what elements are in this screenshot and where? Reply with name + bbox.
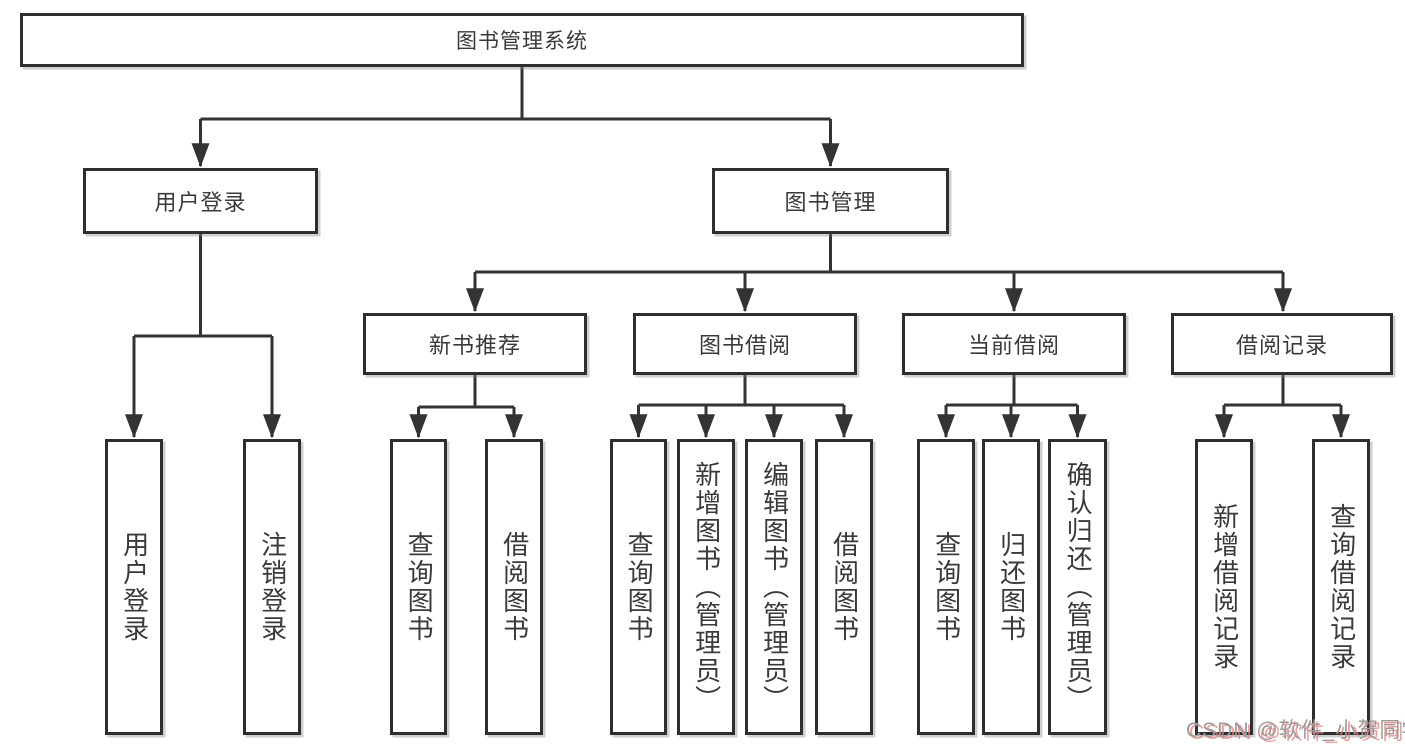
leaf-add-borrow-record: 新增借阅记录 [1195,439,1253,735]
leaf-query-borrow-record: 查询借阅记录 [1312,439,1370,735]
leaf-borrow-book: 借阅图书 [815,439,873,735]
node-user-login: 用户登录 [83,168,318,234]
csdn-watermark: CSDN @软件_小贺同学 [1186,719,1405,742]
leaf-confirm-return-admin: 确认归还（管理员） [1048,439,1107,735]
node-new-book-recommend: 新书推荐 [363,313,587,375]
leaf-recommend-query-book: 查询图书 [390,439,447,735]
leaf-return-book: 归还图书 [982,439,1040,735]
leaf-borrow-query-book: 查询图书 [610,439,667,735]
leaf-current-query-book: 查询图书 [917,439,975,735]
node-current-borrow: 当前借阅 [902,313,1126,375]
leaf-logout: 注销登录 [243,439,301,735]
leaf-recommend-borrow-book: 借阅图书 [485,439,543,735]
node-root-library-system: 图书管理系统 [20,13,1024,67]
leaf-edit-book-admin: 编辑图书（管理员） [745,439,803,735]
leaf-user-login: 用户登录 [105,439,163,735]
node-borrow-records: 借阅记录 [1171,313,1393,375]
leaf-add-book-admin: 新增图书（管理员） [677,439,735,735]
node-book-management: 图书管理 [712,168,949,234]
node-book-borrow: 图书借阅 [633,313,857,375]
